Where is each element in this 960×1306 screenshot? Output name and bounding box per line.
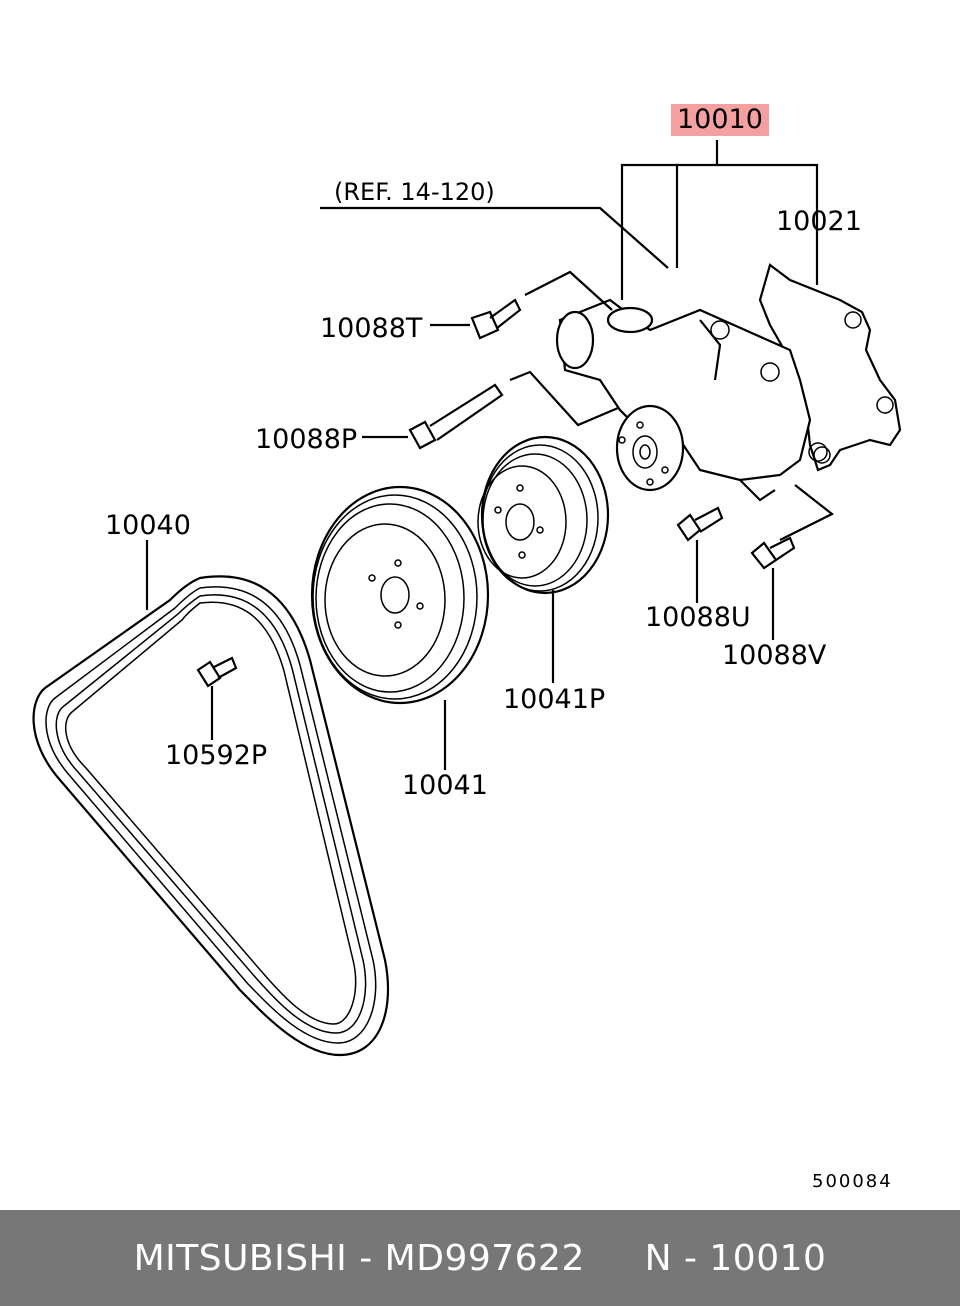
footer-part-info: MITSUBISHI - MD997622 N - 10010 — [133, 1237, 827, 1279]
pulley-10041P — [477, 435, 610, 683]
part-label-10040[interactable]: 10040 — [105, 510, 191, 541]
bolt-10088U — [676, 506, 724, 603]
part-label-10010[interactable]: 10010 — [671, 104, 769, 136]
parts-diagram — [32, 140, 902, 1057]
water-pump-10010 — [555, 298, 828, 502]
belt-10040 — [32, 540, 390, 1057]
part-label-10088U[interactable]: 10088U — [645, 602, 751, 633]
part-label-10041[interactable]: 10041 — [402, 770, 488, 801]
diagram-code: 500084 — [812, 1171, 893, 1192]
leader-10010 — [620, 140, 819, 300]
part-label-10041P[interactable]: 10041P — [503, 684, 606, 715]
part-label-10088T[interactable]: 10088T — [320, 313, 423, 344]
bolt-10088T — [430, 270, 613, 340]
part-label-10088P[interactable]: 10088P — [255, 424, 358, 455]
part-label-10021[interactable]: 10021 — [776, 206, 862, 237]
footer-bar: MITSUBISHI - MD997622 N - 10010 — [0, 1210, 960, 1306]
bolt-10592P — [196, 656, 238, 740]
pulley-10041 — [310, 485, 490, 770]
bolt-10088P — [362, 370, 619, 450]
leader-ref — [320, 206, 669, 269]
ref-label: (REF. 14-120) — [334, 178, 495, 206]
part-label-10088V[interactable]: 10088V — [722, 640, 827, 671]
bolt-10088V — [750, 484, 835, 640]
part-label-10592P[interactable]: 10592P — [165, 740, 268, 771]
